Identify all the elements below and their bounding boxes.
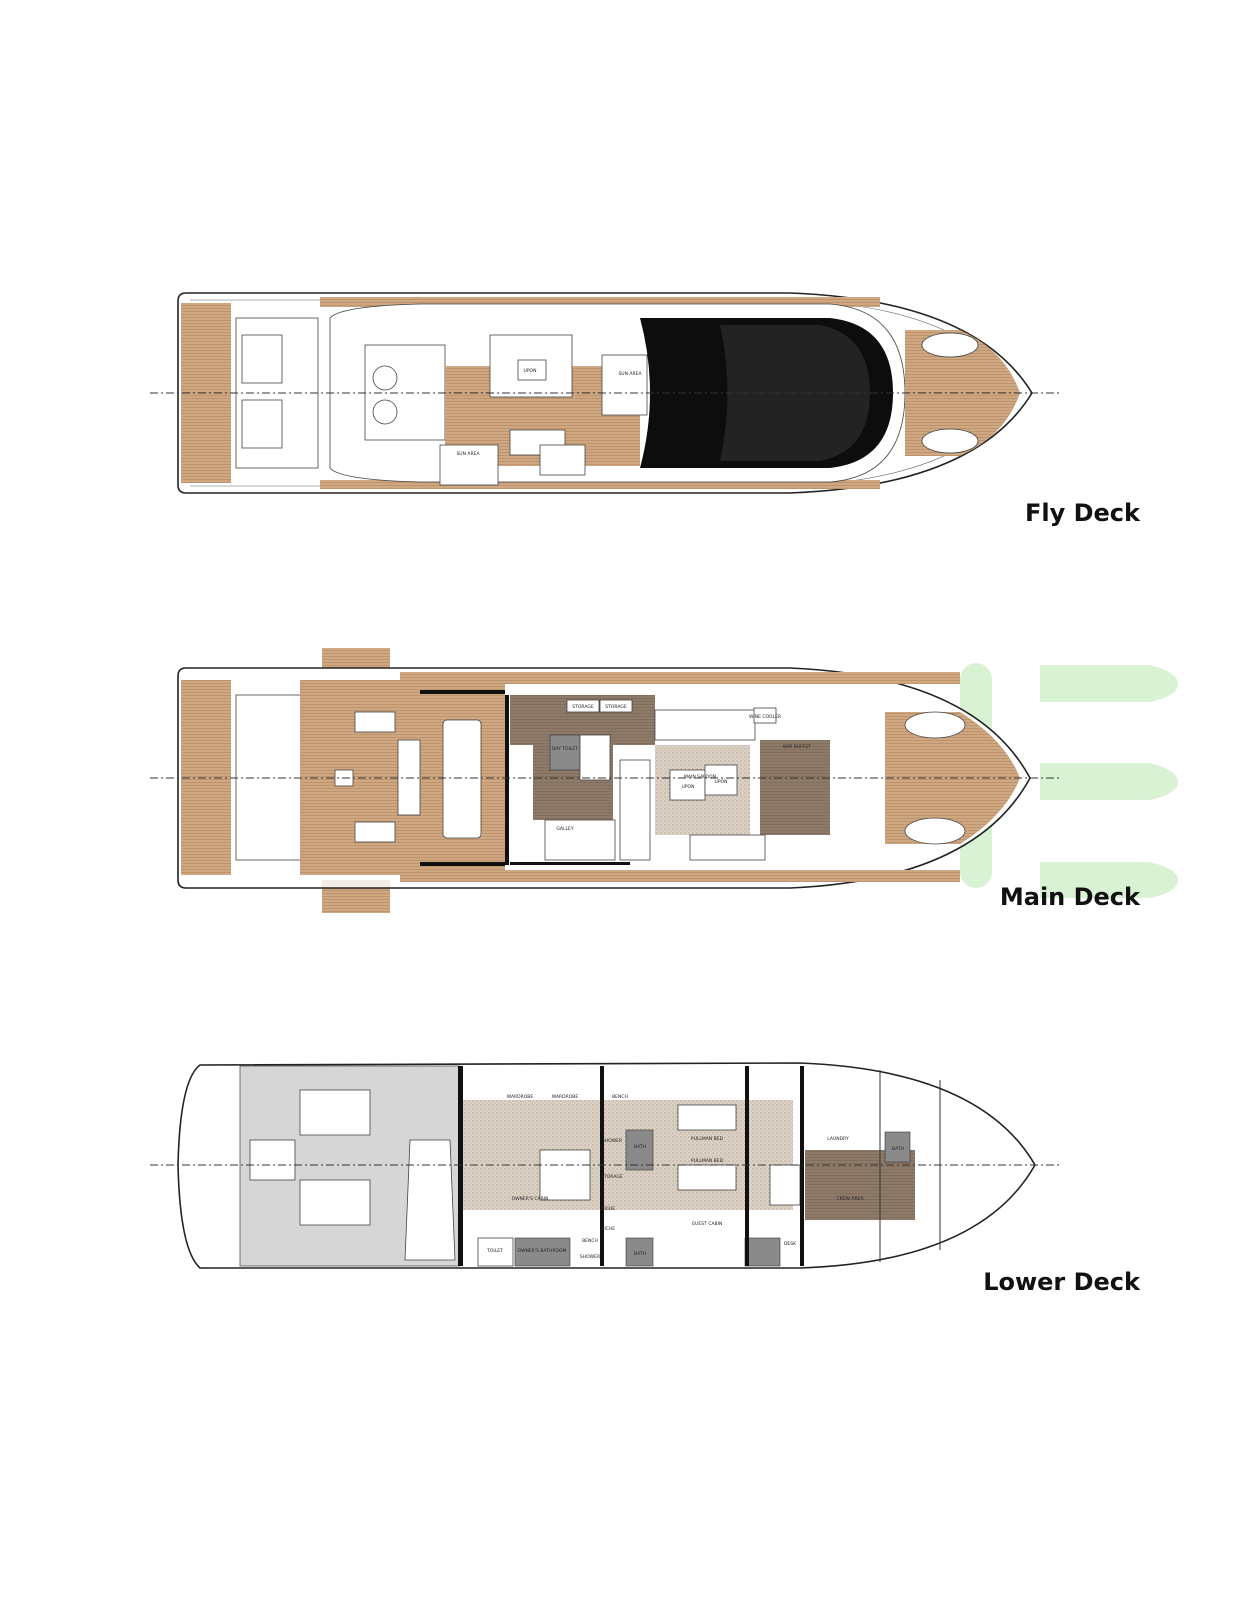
label-bar-buffet: BAR BUFFET xyxy=(783,744,811,750)
lower-deck-title: Lower Deck xyxy=(983,1268,1141,1296)
label-owners-bathroom: OWNER'S BATHROOM xyxy=(518,1248,567,1254)
label-guest-cabin: GUEST CABIN xyxy=(692,1221,723,1227)
main-deck-plan: STORAGE STORAGE WINE COOLER DAY TOILET M… xyxy=(150,648,1178,913)
passerelle xyxy=(322,648,390,668)
label-bath: BATH xyxy=(634,1144,646,1150)
label-bath: BATH xyxy=(892,1146,904,1152)
label-laundry: LAUNDRY xyxy=(827,1136,849,1142)
label-upon: UPON xyxy=(715,779,728,785)
label-desk: DESK xyxy=(784,1241,797,1247)
label-bath: BATH xyxy=(634,1251,646,1257)
label-crew-area: CREW AREA xyxy=(836,1196,864,1202)
label-day-toilet: DAY TOILET xyxy=(552,746,578,752)
lower-deck-plan: OWNER'S CABIN OWNER'S BATHROOM TOILET SH… xyxy=(150,1062,1141,1296)
label-bench: BENCH xyxy=(582,1238,598,1244)
label-shower: SHOWER xyxy=(602,1138,622,1144)
label-niche: NICHE xyxy=(601,1226,615,1232)
label-storage: STORAGE xyxy=(605,704,627,710)
label-wardrobe: WARDROBE xyxy=(552,1094,579,1100)
main-deck-title: Main Deck xyxy=(1000,883,1141,911)
label-upon: UPON xyxy=(682,784,695,790)
dining-table xyxy=(442,719,482,839)
fly-deck-plan: UPON SUN AREA SUN AREA Fly Deck xyxy=(150,292,1141,527)
label-main-saloon: MAIN SALOON xyxy=(684,774,716,780)
label-shower: SHOWER xyxy=(580,1254,600,1260)
fly-deck-title: Fly Deck xyxy=(1025,499,1141,527)
label-niche: NICHE xyxy=(601,1206,615,1212)
label-pullman-bed: PULLMAN BED xyxy=(691,1136,724,1142)
label-toilet: TOILET xyxy=(486,1248,503,1254)
label-storage: STORAGE xyxy=(601,1174,623,1180)
label-sun-area: SUN AREA xyxy=(456,451,480,457)
label-wardrobe: WARDROBE xyxy=(507,1094,534,1100)
label-pullman-bed: PULLMAN BED xyxy=(691,1158,724,1164)
label-upon: UPON xyxy=(524,368,537,374)
label-wine-cooler: WINE COOLER xyxy=(749,714,781,720)
label-galley: GALLEY xyxy=(556,826,573,832)
label-storage: STORAGE xyxy=(572,704,594,710)
label-bench: BENCH xyxy=(612,1094,628,1100)
tender xyxy=(404,1139,456,1261)
label-sun-area: SUN AREA xyxy=(618,371,642,377)
label-owners-cabin: OWNER'S CABIN xyxy=(512,1196,549,1202)
